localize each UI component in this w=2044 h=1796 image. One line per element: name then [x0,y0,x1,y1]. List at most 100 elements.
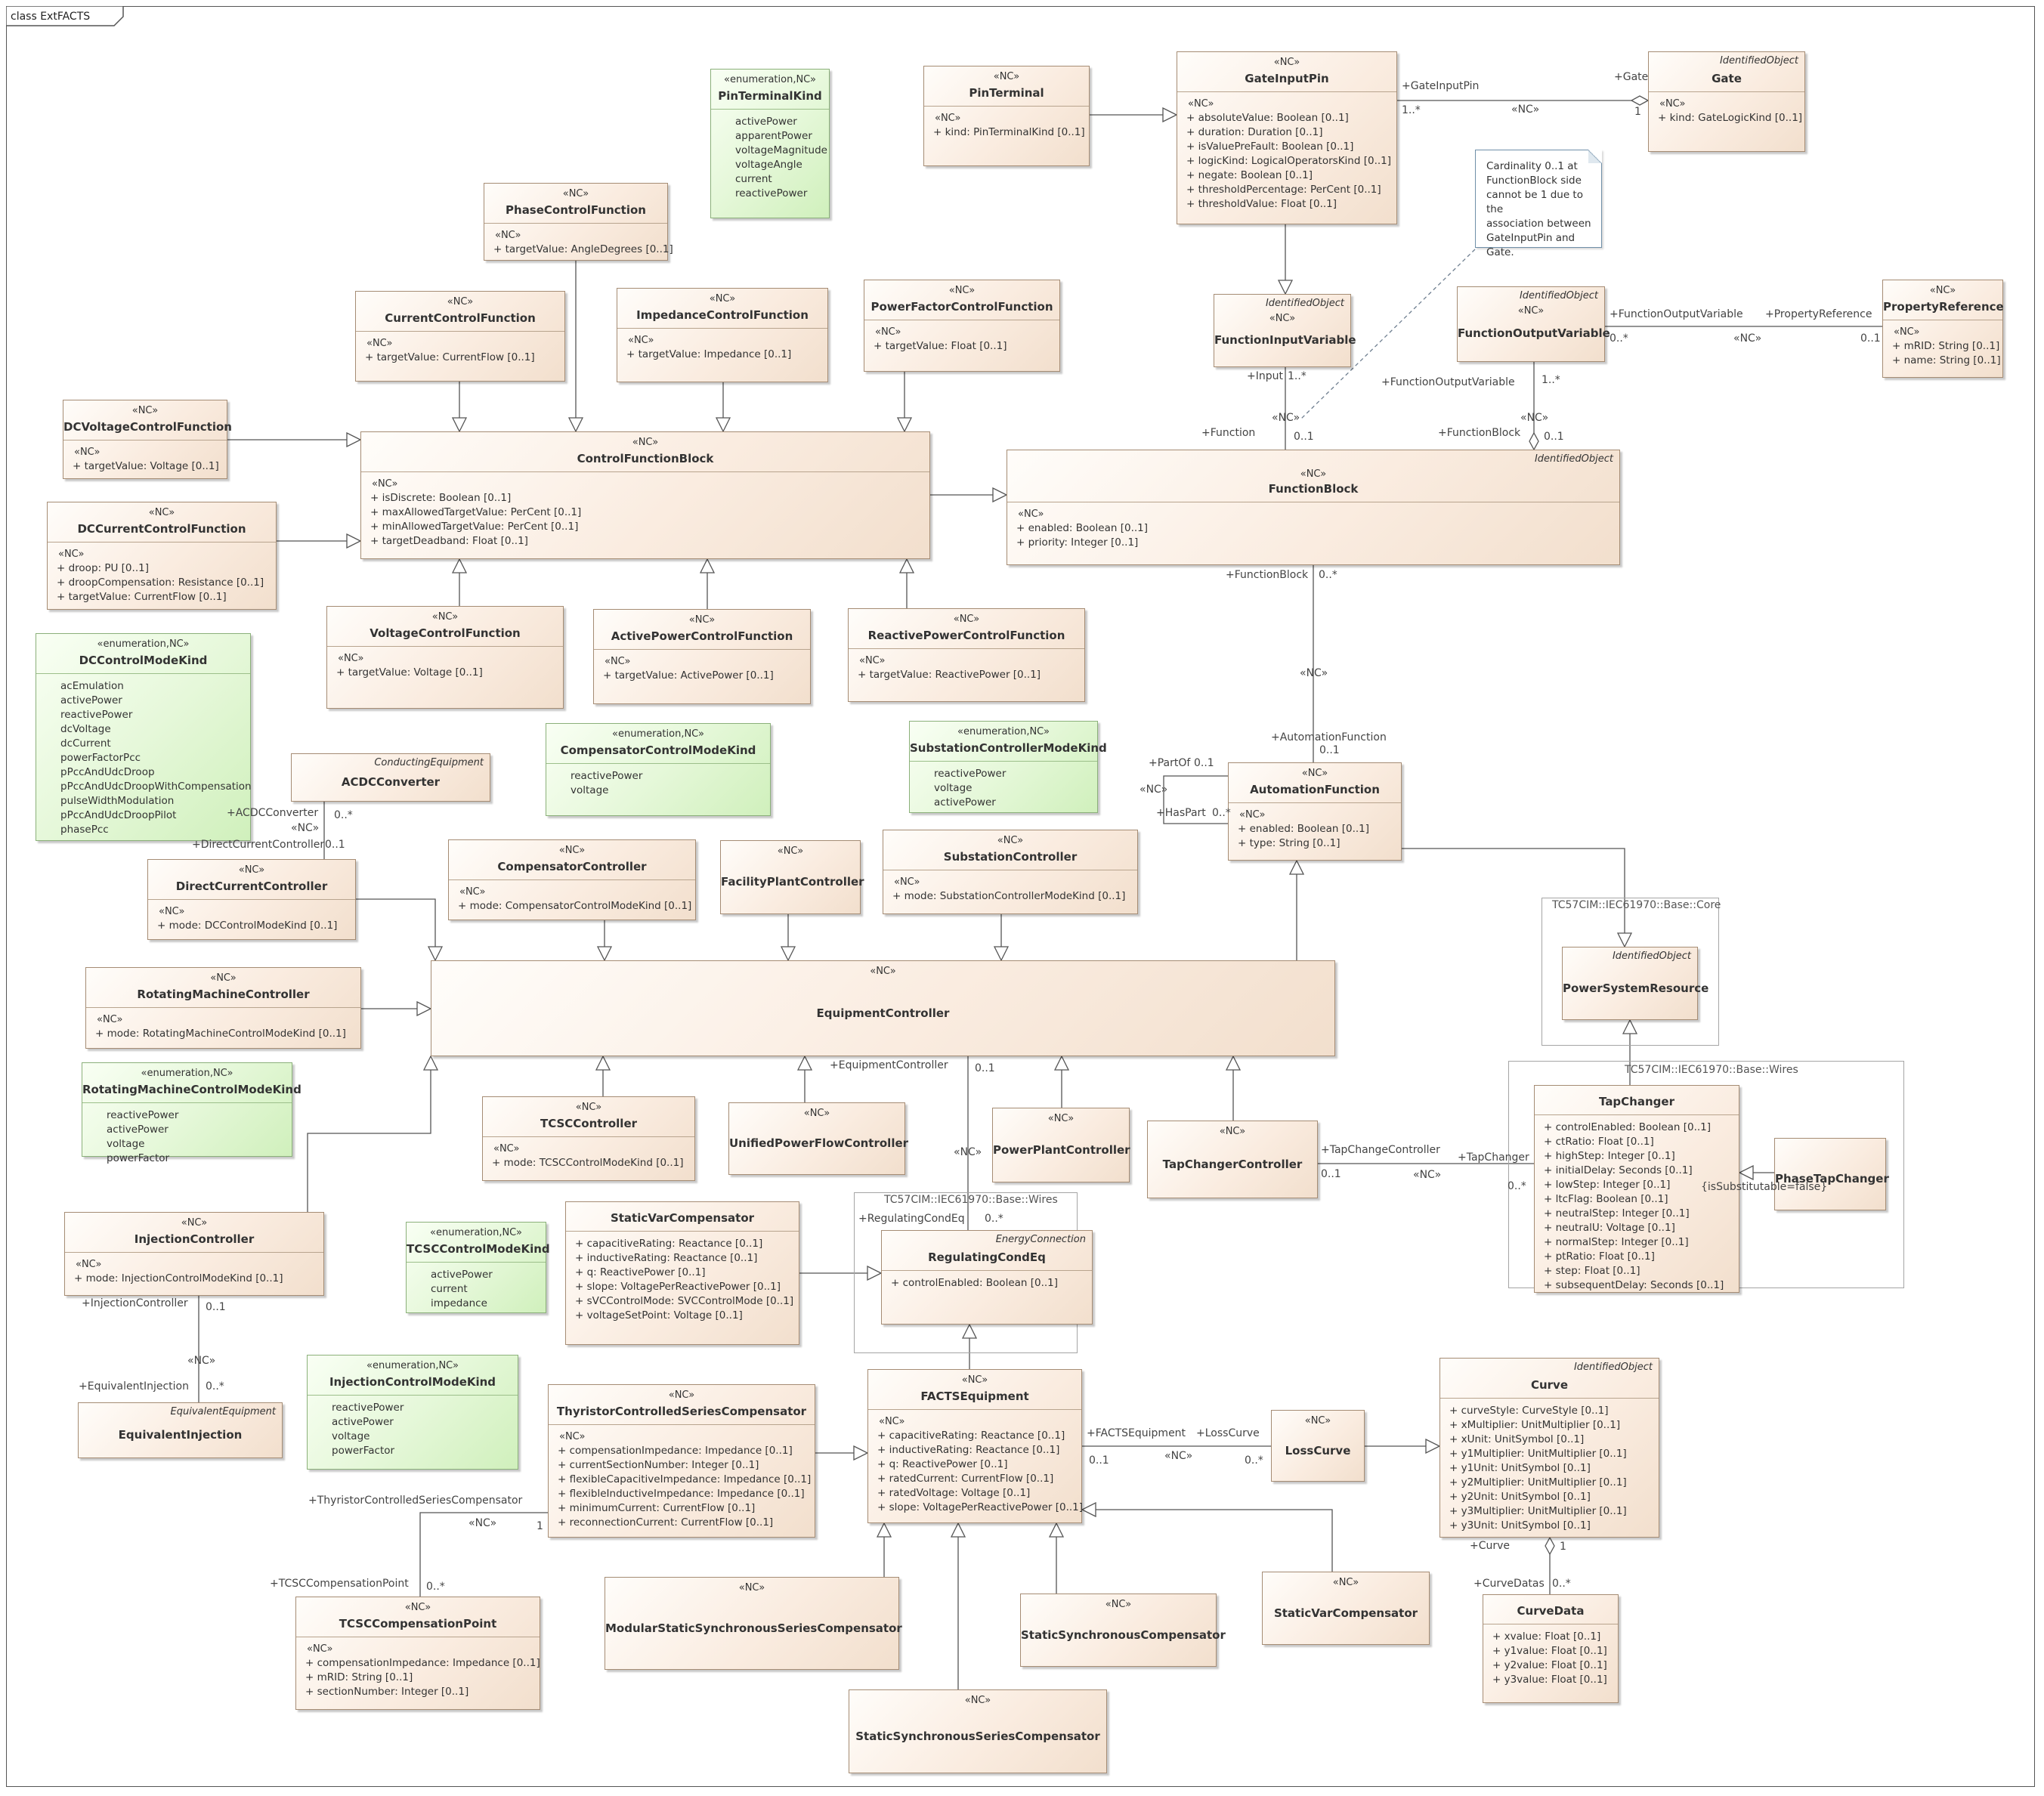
multiplicity-label: 0..1 [1544,431,1564,443]
class-facility-plant-controller[interactable]: «NC»FacilityPlantController [720,840,864,914]
class-voltage-control-function[interactable]: «NC»VoltageControlFunction«NC»+ targetVa… [326,606,564,709]
class-substation-controller[interactable]: «NC»SubstationController«NC»+ mode: Subs… [883,830,1138,914]
class-phase-tap-changer[interactable]: PhaseTapChanger [1774,1138,1889,1210]
note-fold-corner [1588,150,1602,163]
class-active-power-control-function[interactable]: «NC»ActivePowerControlFunction«NC»+ targ… [593,609,811,704]
class-name: TCSCControlModeKind [407,1242,550,1256]
class-sssc[interactable]: «NC»StaticSynchronousSeriesCompensator [849,1689,1107,1773]
class-name: CurrentControlFunction [385,311,536,325]
class-reactive-power-control-function[interactable]: «NC»ReactivePowerControlFunction«NC»+ ta… [848,608,1085,702]
class-stereotype: «NC» [777,845,804,857]
multiplicity-label: 1..* [1542,374,1560,386]
class-function-block[interactable]: IdentifiedObject«NC»FunctionBlock«NC»+ e… [1007,450,1620,565]
multiplicity-label: 1..* [1402,104,1421,116]
association-role-label: +ThyristorControlledSeriesCompensator [308,1495,523,1507]
attribute-stereotype: «NC» [1659,98,1686,110]
class-tap-changer-controller[interactable]: «NC»TapChangerController [1147,1121,1318,1198]
attribute-compartment: + controlEnabled: Boolean [0..1] [882,1270,1092,1325]
class-name: ACDCConverter [341,775,441,789]
class-phase-control-function[interactable]: «NC»PhaseControlFunction«NC»+ targetValu… [484,183,673,261]
enum-rotating-machine-control-mode-kind[interactable]: «enumeration,NC»RotatingMachineControlMo… [82,1062,301,1164]
attribute-stereotype: «NC» [875,326,901,338]
parent-class-label: IdentifiedObject [1534,453,1613,465]
attribute-stereotype: «NC» [1894,326,1920,338]
class-injection-controller[interactable]: «NC»InjectionController«NC»+ mode: Injec… [64,1212,324,1296]
class-msssc[interactable]: «NC»ModularStaticSynchronousSeriesCompen… [605,1577,902,1670]
association-role-label: +FunctionOutputVariable [1381,376,1515,388]
class-name: VoltageControlFunction [370,626,521,640]
attribute-compartment: «NC»+ targetValue: AngleDegrees [0..1] [484,223,673,261]
class-static-synchronous-compensator[interactable]: «NC»StaticSynchronousCompensator [1020,1594,1226,1667]
class-property-reference[interactable]: «NC»PropertyReference«NC»+ mRID: String … [1882,280,2004,378]
class-name: InjectionController [134,1232,255,1246]
class-attribute: + flexibleInductiveImpedance: Impedance … [558,1488,805,1500]
enum-literal: powerFactorPcc [60,752,141,764]
class-gate-input-pin[interactable]: «NC»GateInputPin«NC»+ absoluteValue: Boo… [1177,51,1397,224]
class-tcsc-controller[interactable]: «NC»TCSCController«NC»+ mode: TCSCContro… [482,1096,695,1181]
class-stereotype: «NC» [431,611,459,623]
class-name: FunctionBlock [1268,482,1359,496]
multiplicity-label: 0..* [426,1581,445,1593]
multiplicity-label: 0..* [1212,807,1231,819]
parent-class-label: ConductingEquipment [374,757,484,768]
enum-injection-control-mode-kind[interactable]: «enumeration,NC»InjectionControlModeKind… [307,1355,518,1470]
note-line: association between [1486,218,1591,230]
class-name: TCSCCompensationPoint [339,1617,497,1631]
class-equipment-controller[interactable]: «NC»EquipmentController [431,960,1335,1056]
class-facts-equipment[interactable]: «NC»FACTSEquipment«NC»+ capacitiveRating… [867,1369,1083,1523]
class-rotating-machine-controller[interactable]: «NC»RotatingMachineController«NC»+ mode:… [85,967,361,1049]
attribute-compartment: «NC»+ isDiscrete: Boolean [0..1]+ maxAll… [361,471,929,559]
class-automation-function[interactable]: «NC»AutomationFunction«NC»+ enabled: Boo… [1228,762,1402,861]
class-name: StaticSynchronousSeriesCompensator [855,1730,1100,1743]
class-stereotype: «enumeration,NC» [724,74,816,85]
class-function-input-variable[interactable]: IdentifiedObject«NC»FunctionInputVariabl… [1214,294,1356,367]
class-attribute: + neutralU: Voltage [0..1] [1544,1222,1675,1234]
class-compensator-controller[interactable]: «NC»CompensatorController«NC»+ mode: Com… [448,839,696,920]
class-stereotype: «NC» [1105,1599,1132,1610]
enum-compensator-control-mode-kind[interactable]: «enumeration,NC»CompensatorControlModeKi… [546,723,771,816]
class-tcsc[interactable]: «NC»ThyristorControlledSeriesCompensator… [548,1384,815,1538]
class-impedance-control-function[interactable]: «NC»ImpedanceControlFunction«NC»+ target… [617,288,828,382]
class-attribute: + droop: PU [0..1] [57,562,149,574]
class-control-function-block[interactable]: «NC»ControlFunctionBlock«NC»+ isDiscrete… [360,431,930,559]
class-stereotype: «NC» [803,1108,830,1119]
class-static-var-compensator2[interactable]: «NC»StaticVarCompensator [1262,1572,1430,1645]
class-tap-changer[interactable]: TapChanger+ controlEnabled: Boolean [0..… [1534,1085,1739,1293]
class-dc-voltage-control-function[interactable]: «NC»DCVoltageControlFunction«NC»+ target… [63,400,232,479]
association-role-label: +TapChangeController [1321,1144,1440,1156]
class-curve-data[interactable]: CurveData+ xvalue: Float [0..1]+ y1value… [1483,1594,1619,1703]
class-current-control-function[interactable]: «NC»CurrentControlFunction«NC»+ targetVa… [355,291,565,382]
class-power-plant-controller[interactable]: «NC»PowerPlantController [992,1108,1130,1182]
class-name: PhaseControlFunction [506,203,646,217]
attribute-stereotype: «NC» [628,335,654,346]
class-stereotype: «NC» [993,71,1020,82]
class-stereotype: «NC» [997,835,1024,846]
multiplicity-label: 0..1 [1860,332,1881,345]
enum-substation-controller-mode-kind[interactable]: «enumeration,NC»SubstationControllerMode… [909,721,1107,813]
attribute-compartment: «NC»+ kind: PinTerminalKind [0..1] [924,106,1089,166]
class-attribute: + thresholdPercentage: PerCent [0..1] [1186,184,1381,196]
class-stereotype: «NC» [1219,1126,1246,1137]
class-attribute: + mRID: String [0..1] [1892,340,2000,352]
class-dc-current-control-function[interactable]: «NC»DCCurrentControlFunction«NC»+ droop:… [47,502,277,610]
enum-literal: activePower [332,1416,394,1428]
association-role-label: +CurveDatas [1473,1578,1545,1590]
class-static-var-compensator1[interactable]: StaticVarCompensator+ capacitiveRating: … [565,1201,799,1345]
class-attribute: + y1value: Float [0..1] [1492,1645,1607,1657]
class-function-output-variable[interactable]: IdentifiedObject«NC»FunctionOutputVariab… [1457,286,1610,362]
class-unified-power-flow-controller[interactable]: «NC»UnifiedPowerFlowController [728,1102,908,1175]
class-loss-curve[interactable]: «NC»LossCurve [1271,1410,1365,1482]
class-pin-terminal[interactable]: «NC»PinTerminal«NC»+ kind: PinTerminalKi… [923,66,1090,166]
class-tcsc-compensation-point[interactable]: «NC»TCSCCompensationPoint«NC»+ compensat… [295,1597,540,1710]
class-power-factor-control-function[interactable]: «NC»PowerFactorControlFunction«NC»+ targ… [864,280,1060,372]
class-direct-current-controller[interactable]: «NC»DirectCurrentController«NC»+ mode: D… [147,859,356,940]
